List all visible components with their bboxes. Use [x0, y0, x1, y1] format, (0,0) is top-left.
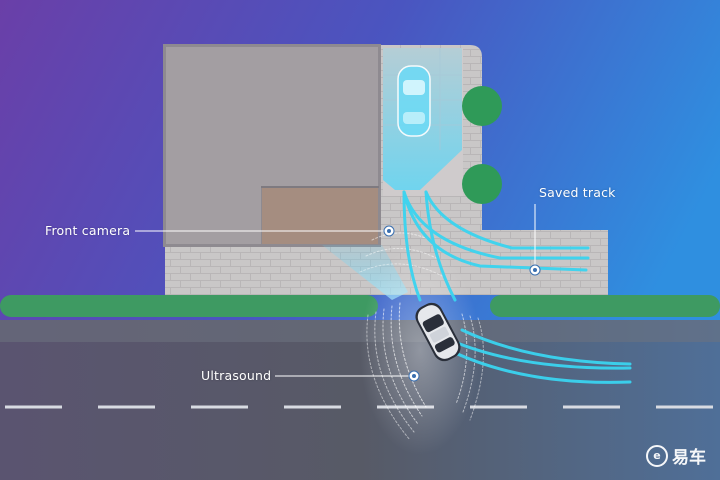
saved-track-lines: [402, 190, 632, 384]
grass-strip-left: [0, 295, 378, 317]
callout-ultrasound: [275, 370, 420, 382]
ultrasound-label: Ultrasound: [201, 368, 272, 383]
front-camera-label: Front camera: [45, 223, 131, 238]
callout-saved-track: [529, 204, 541, 276]
parked-car-icon: [397, 65, 431, 137]
car-icon: [415, 302, 461, 362]
house: [163, 44, 381, 247]
watermark: e 易车: [646, 443, 706, 468]
ultrasound-waves: [359, 232, 484, 455]
tree-icon: [462, 164, 502, 204]
garage-door: [262, 188, 378, 244]
grass-strip-right: [490, 295, 720, 317]
road: [0, 320, 720, 480]
tree-icon: [462, 86, 502, 126]
yiche-logo-icon: e: [646, 444, 668, 467]
watermark-text: 易车: [672, 448, 706, 468]
saved-track-label: Saved track: [539, 185, 616, 200]
callout-front-camera: [135, 225, 395, 237]
